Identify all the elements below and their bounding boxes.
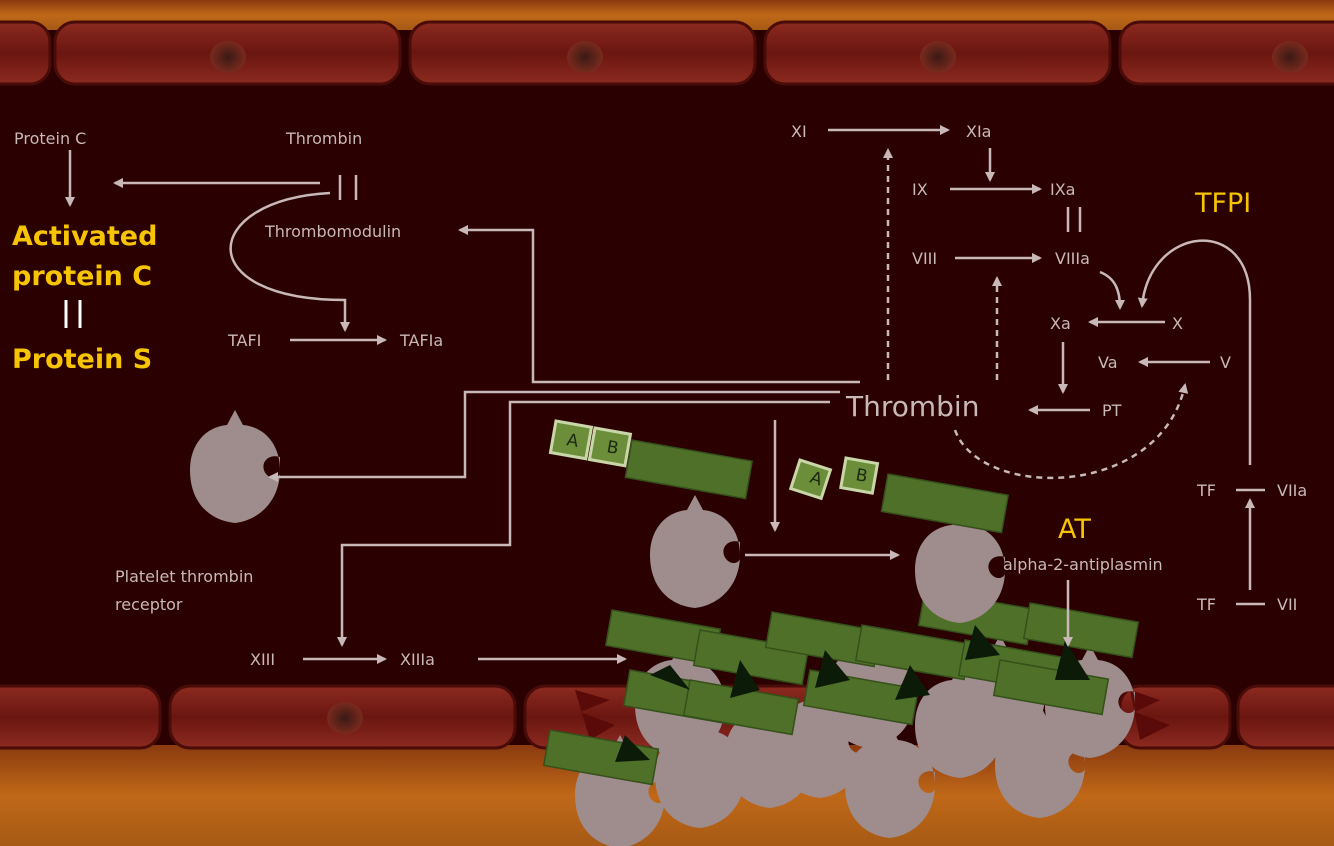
activated-protein-c-label-line2: protein C	[12, 261, 152, 292]
viia-label: VIIa	[1277, 481, 1307, 500]
xa-label: Xa	[1050, 314, 1071, 333]
alpha2-antiplasmin-label: alpha-2-antiplasmin	[1003, 555, 1163, 574]
protein-s-label: Protein S	[12, 344, 152, 375]
platelet-receptor-label-line1: Platelet thrombin	[115, 567, 253, 586]
thrombin-top-label: Thrombin	[285, 129, 362, 148]
xi-label: XI	[791, 122, 807, 141]
protein-c-label: Protein C	[14, 129, 86, 148]
xia-label: XIa	[966, 122, 991, 141]
xiii-label: XIII	[250, 650, 275, 669]
v-label: V	[1220, 353, 1231, 372]
tafi-label: TAFI	[227, 331, 261, 350]
xiiia-label: XIIIa	[400, 650, 435, 669]
viiia-label: VIIIa	[1055, 249, 1090, 268]
activated-protein-c-label-line1: Activated	[12, 221, 157, 252]
tf-vii-tf-label: TF	[1196, 595, 1216, 614]
va-label: Va	[1098, 353, 1118, 372]
tfpi-label: TFPI	[1194, 188, 1251, 219]
at-label: AT	[1058, 514, 1091, 545]
thrombin-center-label: Thrombin	[845, 390, 979, 423]
x-label: X	[1172, 314, 1183, 333]
viii-label: VIII	[912, 249, 937, 268]
tf-viia-tf-label: TF	[1196, 481, 1216, 500]
thrombomodulin-label: Thrombomodulin	[264, 222, 401, 241]
ix-label: IX	[912, 180, 928, 199]
top-vessel-wall	[0, 22, 1334, 84]
tafia-label: TAFIa	[399, 331, 443, 350]
platelet-receptor-label-line2: receptor	[115, 595, 183, 614]
pt-label: PT	[1102, 401, 1122, 420]
ixa-label: IXa	[1050, 180, 1075, 199]
vii-label: VII	[1277, 595, 1297, 614]
